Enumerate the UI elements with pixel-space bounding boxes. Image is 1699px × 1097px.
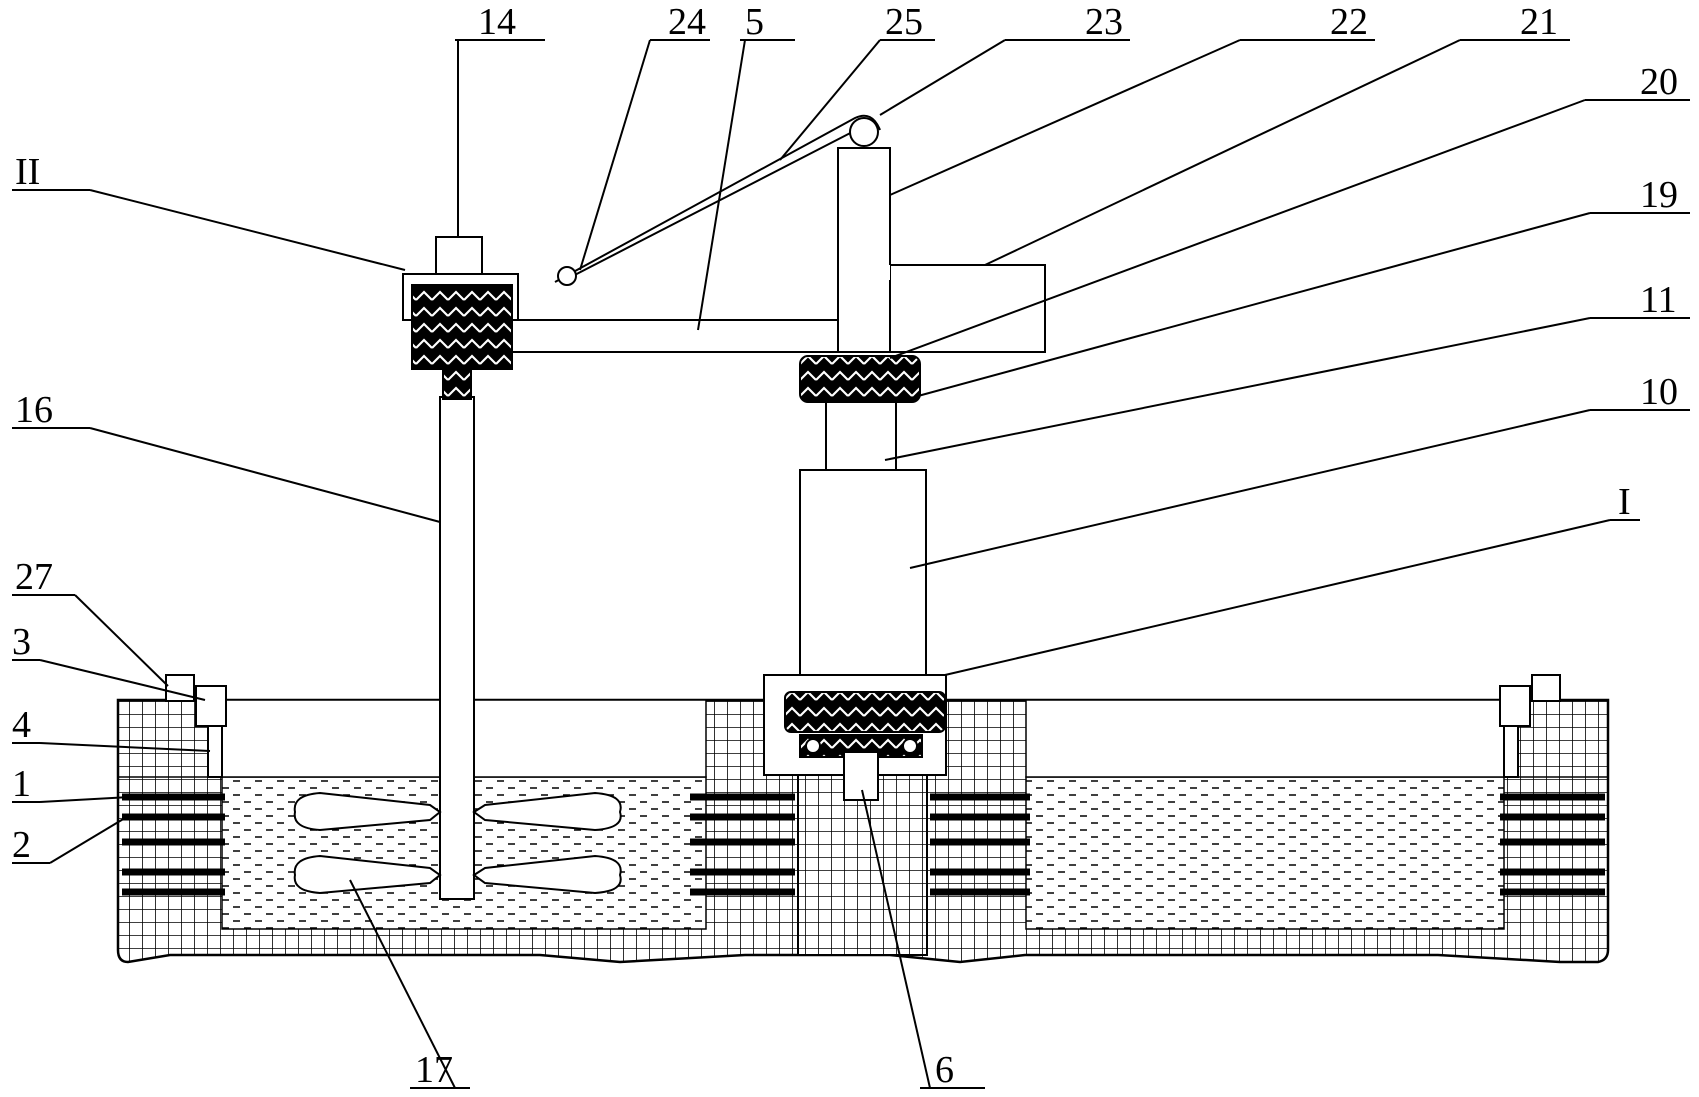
label-16: 16 — [15, 389, 53, 431]
label-10: 10 — [1640, 371, 1678, 413]
left-clamp — [165, 674, 227, 778]
stirring-shaft — [439, 396, 475, 900]
label-4: 4 — [12, 704, 31, 746]
label-5: 5 — [745, 1, 764, 43]
top-bearing — [402, 236, 519, 400]
label-20: 20 — [1640, 61, 1678, 103]
label-1: 1 — [12, 763, 31, 805]
label-6: 6 — [935, 1049, 954, 1091]
label-14: 14 — [478, 1, 516, 43]
label-21: 21 — [1520, 1, 1558, 43]
label-I: I — [1618, 481, 1631, 523]
hook-cable — [554, 114, 881, 286]
label-3: 3 — [12, 621, 31, 663]
heating-rods — [122, 793, 1605, 896]
label-19: 19 — [1640, 174, 1678, 216]
part-labels: 14 24 5 25 23 22 21 20 19 II 11 10 I 16 … — [12, 1, 1678, 1091]
label-11: 11 — [1640, 279, 1677, 321]
label-22: 22 — [1330, 1, 1368, 43]
label-23: 23 — [1085, 1, 1123, 43]
column-bearing — [799, 355, 921, 471]
label-2: 2 — [12, 824, 31, 866]
label-25: 25 — [885, 1, 923, 43]
label-17: 17 — [415, 1049, 453, 1091]
label-24: 24 — [668, 1, 706, 43]
right-clamp — [1499, 674, 1561, 778]
label-II: II — [15, 151, 40, 193]
stirring-paddles — [293, 791, 622, 895]
label-27: 27 — [15, 556, 53, 598]
leader-lines — [12, 39, 1690, 1089]
motor-column — [763, 469, 947, 801]
crossbeam — [473, 147, 1046, 353]
